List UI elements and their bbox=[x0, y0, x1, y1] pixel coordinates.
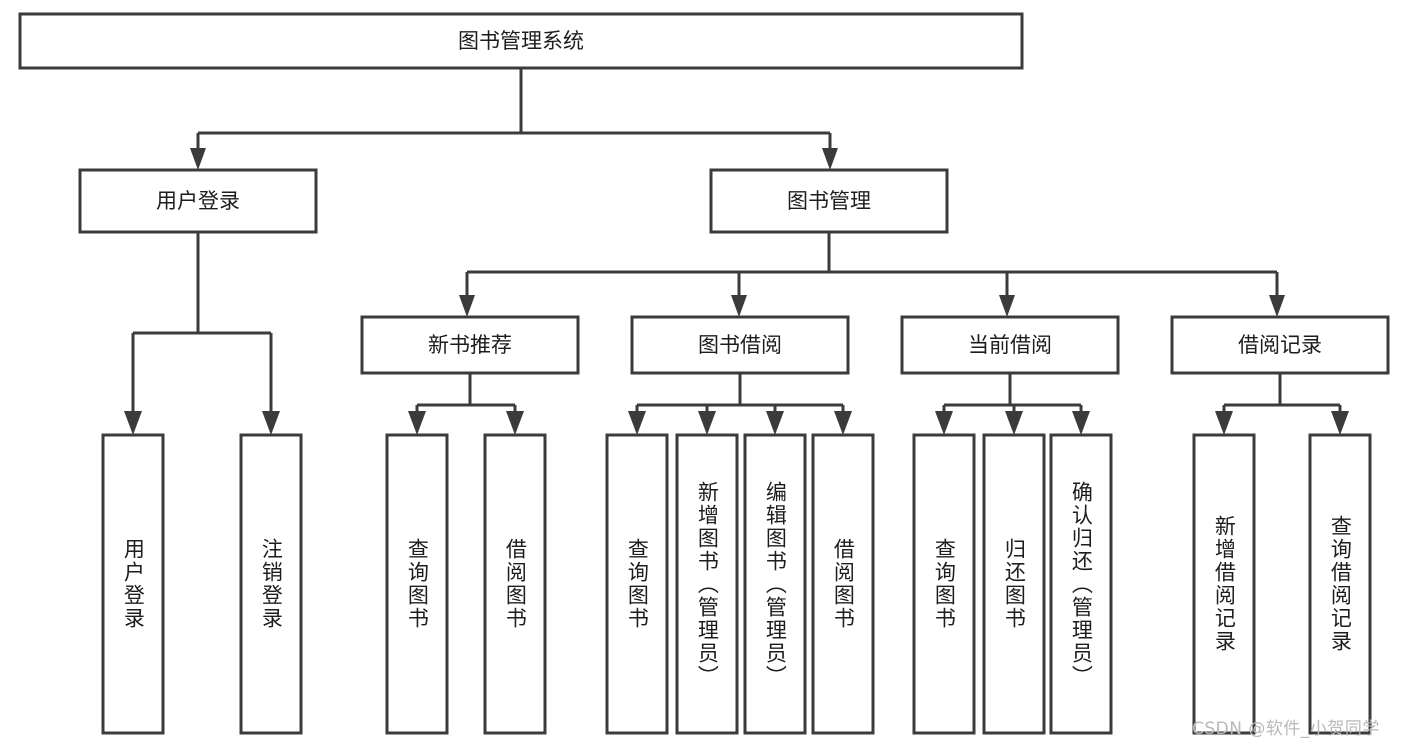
node-root[interactable]: 图书管理系统 bbox=[18, 12, 1024, 70]
arrow-head-leaf-borrow-book-2 bbox=[834, 411, 852, 435]
connector-borrow-record-to-leaves bbox=[1215, 373, 1349, 435]
leaf-box-query-record[interactable] bbox=[1308, 433, 1372, 735]
connector-book-mgmt-to-level3 bbox=[459, 232, 1285, 317]
borrow-record-box[interactable] bbox=[1170, 315, 1390, 375]
leaf-box-borrow-book-1[interactable] bbox=[483, 433, 547, 735]
arrow-head-borrow bbox=[731, 295, 747, 317]
connector-user-login-to-leaves bbox=[124, 232, 280, 435]
arrow-head-user-login bbox=[190, 148, 206, 170]
arrow-head-leaf-query-book-1 bbox=[408, 411, 426, 435]
arrow-head-book-mgmt bbox=[822, 148, 838, 170]
leaf-box-add-record[interactable] bbox=[1192, 433, 1256, 735]
leaf-box-return-book[interactable] bbox=[982, 433, 1046, 735]
arrow-head-leaf-query-record bbox=[1331, 411, 1349, 435]
leaf-box-edit-book[interactable] bbox=[743, 433, 807, 735]
borrow-record-label: 借阅记录 bbox=[1238, 333, 1322, 357]
arrow-head-leaf-edit-book bbox=[766, 411, 784, 435]
book-borrow-label: 图书借阅 bbox=[698, 333, 782, 357]
node-book-borrow[interactable]: 图书借阅 bbox=[630, 315, 850, 375]
arrow-head-current-borrow bbox=[999, 295, 1015, 317]
current-borrow-box[interactable] bbox=[900, 315, 1120, 375]
arrow-head-leaf-query-book-2 bbox=[628, 411, 646, 435]
arrow-head-leaf-add-record bbox=[1215, 411, 1233, 435]
connector-current-borrow-to-leaves bbox=[935, 373, 1090, 435]
current-borrow-label: 当前借阅 bbox=[968, 333, 1052, 357]
leaf-box-query-book-3[interactable] bbox=[912, 433, 976, 735]
leaf-box-add-book[interactable] bbox=[675, 433, 739, 735]
leaf-box-logout[interactable] bbox=[239, 433, 303, 735]
arrow-head-new-book bbox=[459, 295, 475, 317]
book-management-box[interactable] bbox=[709, 168, 949, 234]
leaf-box-borrow-book-2[interactable] bbox=[811, 433, 875, 735]
arrow-head-leaf-add-book bbox=[698, 411, 716, 435]
book-management-label: 图书管理 bbox=[787, 189, 871, 213]
arrow-head-borrow-record bbox=[1269, 295, 1285, 317]
arrow-head-leaf-query-book-3 bbox=[935, 411, 953, 435]
connector-borrow-to-leaves bbox=[628, 373, 852, 435]
root-box[interactable] bbox=[18, 12, 1024, 70]
node-user-login[interactable]: 用户登录 bbox=[78, 168, 318, 234]
leaf-box-query-book-1[interactable] bbox=[385, 433, 449, 735]
arrow-head-leaf-return-book bbox=[1005, 411, 1023, 435]
root-label: 图书管理系统 bbox=[458, 29, 584, 53]
connector-new-book-to-leaves bbox=[408, 373, 524, 435]
arrow-head-leaf-logout bbox=[262, 411, 280, 435]
arrow-head-leaf-user-login bbox=[124, 411, 142, 435]
leaf-box-user-login[interactable] bbox=[101, 433, 165, 735]
arrow-head-leaf-borrow-book-1 bbox=[506, 411, 524, 435]
arrow-head-leaf-confirm-return bbox=[1072, 411, 1090, 435]
watermark-text: CSDN @软件_小贺同学 bbox=[1192, 719, 1380, 739]
node-borrow-record[interactable]: 借阅记录 bbox=[1170, 315, 1390, 375]
book-borrow-box[interactable] bbox=[630, 315, 850, 375]
new-book-recommend-box[interactable] bbox=[360, 315, 580, 375]
user-login-box[interactable] bbox=[78, 168, 318, 234]
node-book-management[interactable]: 图书管理 bbox=[709, 168, 949, 234]
user-login-label: 用户登录 bbox=[156, 189, 240, 213]
node-new-book-recommend[interactable]: 新书推荐 bbox=[360, 315, 580, 375]
connector-root-to-level2 bbox=[190, 68, 838, 170]
leaf-box-confirm-return[interactable] bbox=[1049, 433, 1113, 735]
leaf-box-query-book-2[interactable] bbox=[605, 433, 669, 735]
new-book-recommend-label: 新书推荐 bbox=[428, 333, 512, 357]
node-current-borrow[interactable]: 当前借阅 bbox=[900, 315, 1120, 375]
